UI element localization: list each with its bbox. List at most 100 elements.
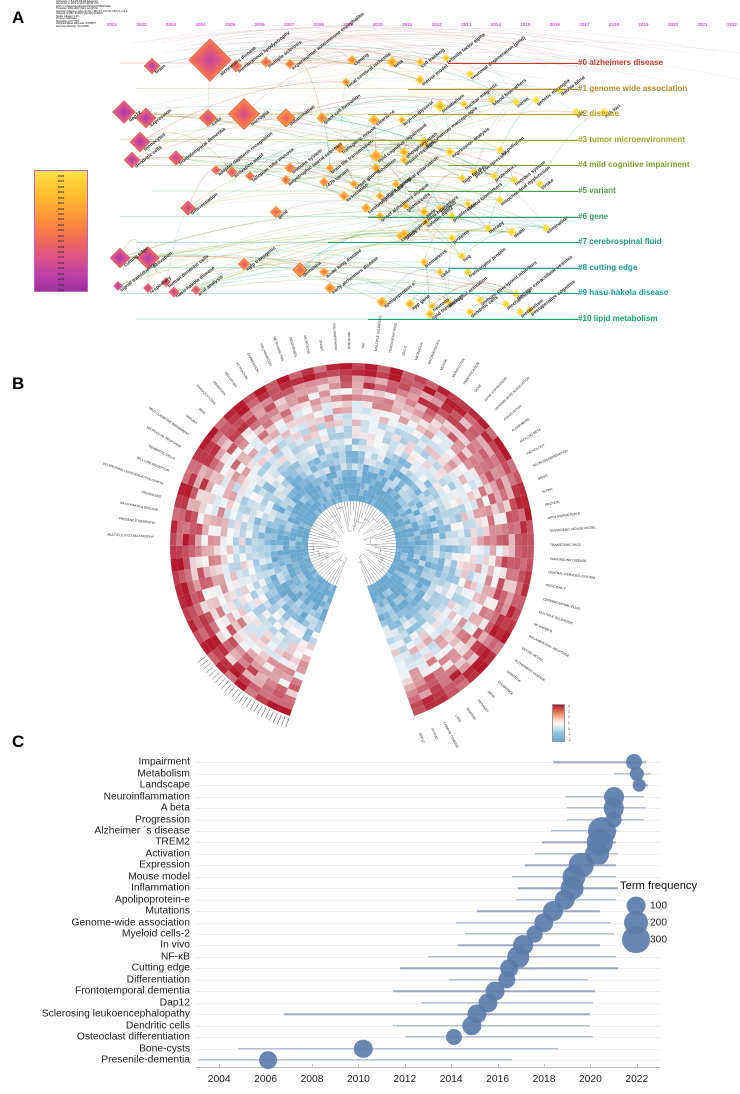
- row-gridline: [196, 853, 660, 855]
- heatmap-cells: [170, 363, 534, 717]
- term-dot[interactable]: [445, 1029, 462, 1046]
- term-range-bar: [553, 761, 647, 763]
- term-range-bar: [455, 921, 612, 924]
- timeline-year-2020: 2020: [667, 22, 679, 27]
- x-axis-label-2022: 2022: [625, 1074, 649, 1085]
- x-axis-label-2020: 2020: [578, 1074, 602, 1085]
- cluster-leader-line: [368, 318, 578, 321]
- heatmap-ring-label: MUTATION: [347, 332, 352, 350]
- network-links-canvas: [109, 24, 740, 320]
- colorbar-tick-1: 1: [568, 721, 570, 725]
- year-legend-tick-2021: 2021: [57, 179, 65, 184]
- legend-label-200: 200: [650, 917, 667, 928]
- cluster-leader-line: [368, 216, 578, 218]
- cluster-leader-line: [448, 165, 578, 167]
- x-axis-label-2016: 2016: [486, 1074, 510, 1085]
- term-range-bar: [393, 1024, 591, 1027]
- y-axis-label-7: TREM2: [155, 836, 190, 848]
- cluster-row: #5 variant: [408, 186, 740, 212]
- year-legend-tick-2005: 2005: [57, 266, 65, 271]
- y-axis-label-0: Impairment: [138, 756, 191, 768]
- row-gridline: [196, 934, 660, 936]
- year-legend-tick-2008: 2008: [57, 250, 65, 254]
- legend-row-300: 300: [620, 925, 736, 954]
- row-gridline: [196, 842, 660, 844]
- legend-rows: 100 200 300: [620, 896, 736, 954]
- x-axis-tick-2008: [312, 1064, 313, 1068]
- row-gridline: [196, 773, 660, 775]
- y-axis-label-2: Landscape: [139, 779, 190, 791]
- term-dot[interactable]: [258, 1051, 277, 1069]
- row-gridline: [196, 819, 660, 821]
- year-legend-tick-2002: 2002: [57, 282, 65, 287]
- timeline-year-2010: 2010: [372, 22, 383, 27]
- timeline-year-2009: 2009: [343, 22, 354, 27]
- x-axis-line: [196, 1067, 660, 1068]
- panel-a-letter: A: [12, 8, 25, 27]
- colorbar-tick-0: 0: [568, 726, 570, 731]
- year-legend-tick-2013: 2013: [57, 222, 65, 227]
- cluster-row: #3 tumor microenvironment: [328, 135, 740, 161]
- cluster-label-10: #10 lipid metabolism: [578, 313, 658, 323]
- row-gridline: [196, 762, 660, 764]
- cluster-row: #2 disease: [368, 109, 740, 135]
- y-axis-label-4: A beta: [160, 802, 190, 814]
- y-axis-label-21: Dap12: [159, 997, 190, 1009]
- term-dot[interactable]: [629, 766, 644, 781]
- x-axis-label-2018: 2018: [532, 1074, 556, 1085]
- timeline-year-2011: 2011: [402, 22, 413, 27]
- x-axis-tick-2004: [219, 1064, 221, 1068]
- cluster-label-9: #9 hasu-hakola disease: [578, 288, 669, 298]
- timeline-year-2004: 2004: [195, 22, 206, 27]
- timeline-year-2015: 2015: [520, 22, 531, 27]
- timeline-year-2007: 2007: [284, 22, 295, 27]
- row-gridline: [196, 808, 660, 810]
- year-legend-tick-2017: 2017: [57, 201, 65, 206]
- row-gridline: [196, 979, 660, 981]
- radial-dendrogram: [308, 501, 396, 586]
- legend-label-300: 300: [650, 934, 667, 945]
- term-dot[interactable]: [632, 778, 646, 792]
- row-gridline: [196, 899, 660, 901]
- x-axis-label-2012: 2012: [393, 1074, 417, 1085]
- timeline-year-2016: 2016: [549, 22, 560, 27]
- term-dot[interactable]: [626, 754, 643, 771]
- term-dot[interactable]: [353, 1039, 373, 1058]
- year-legend-tick-2022: 2022: [57, 174, 65, 178]
- year-legend-tick-2015: 2015: [57, 212, 65, 216]
- cluster-label-list: #0 alzheimers disease#1 genome wide asso…: [328, 58, 740, 340]
- year-legend-tick-2018: 2018: [57, 195, 65, 200]
- y-axis-label-26: Presenile-dementia: [101, 1054, 190, 1066]
- network-edges: [117, 38, 605, 315]
- year-legend-tick-2012: 2012: [57, 228, 65, 233]
- panel-b-letter: B: [12, 374, 25, 393]
- legend-row-100: 100: [620, 896, 736, 915]
- timeline-year-2006: 2006: [254, 22, 265, 27]
- year-legend-tick-2004: 2004: [57, 271, 65, 276]
- row-gridline: [196, 876, 660, 878]
- legend-dot-300: [622, 925, 650, 954]
- panel-c-letter: C: [12, 732, 25, 751]
- cluster-row: #4 mild cognitive impairment: [448, 160, 740, 186]
- timeline-year-2017: 2017: [579, 22, 590, 27]
- year-legend-tick-2020: 2020: [57, 184, 65, 189]
- timeline-year-2001: 2001: [106, 22, 118, 27]
- timeline-year-2012: 2012: [431, 22, 442, 27]
- x-axis-label-2014: 2014: [439, 1074, 463, 1085]
- term-range-bar: [476, 910, 600, 912]
- cluster-leader-line: [368, 114, 578, 116]
- cluster-leader-line: [408, 190, 578, 193]
- term-range-bar: [284, 1013, 591, 1015]
- x-axis-label-2010: 2010: [346, 1074, 370, 1085]
- year-legend-tick-2007: 2007: [57, 255, 65, 260]
- timeline-year-2014: 2014: [490, 22, 501, 27]
- colorbar-tick-3: 3: [568, 709, 570, 714]
- cluster-leader-line: [448, 267, 578, 269]
- x-axis-tick-2010: [358, 1064, 360, 1068]
- year-legend-tick-2010: 2010: [57, 239, 65, 244]
- timeline-year-2008: 2008: [313, 22, 324, 27]
- term-dot[interactable]: [462, 1015, 482, 1036]
- timeline-year-2021: 2021: [697, 22, 708, 27]
